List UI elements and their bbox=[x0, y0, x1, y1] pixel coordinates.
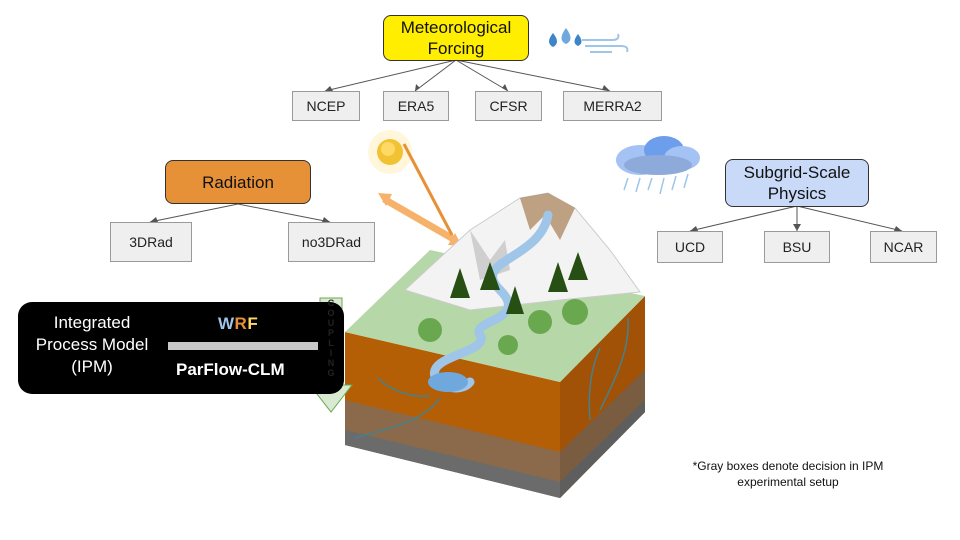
option-ucd: UCD bbox=[657, 231, 723, 263]
connector-met-cfsr bbox=[455, 59, 509, 92]
connector-sub-ncar bbox=[796, 205, 903, 232]
connectors bbox=[149, 59, 903, 232]
coupling-letter: U bbox=[327, 318, 335, 328]
option-ncar: NCAR bbox=[870, 231, 937, 263]
coupling-letter: I bbox=[329, 348, 333, 358]
wrf-letter-r: R bbox=[234, 314, 248, 333]
storm-cloud-icon bbox=[616, 136, 700, 195]
parflow-clm-label: ParFlow-CLM bbox=[176, 360, 285, 379]
subgrid-physics-box: Subgrid-Scale Physics bbox=[725, 159, 869, 207]
coupling-letter: N bbox=[327, 358, 335, 368]
ipm-panel: Integrated Process Model (IPM) WRF ParFl… bbox=[18, 302, 344, 394]
rain-wind-icon bbox=[549, 28, 629, 53]
option-3drad: 3DRad bbox=[110, 222, 192, 262]
sun-ray-arrow bbox=[378, 143, 462, 246]
coupling-letter: P bbox=[327, 328, 334, 338]
wrf-letter-f: F bbox=[247, 314, 259, 333]
radiation-title: Radiation bbox=[202, 172, 274, 192]
connector-sub-ucd bbox=[689, 205, 798, 232]
coupling-letter: C bbox=[327, 298, 335, 308]
wrf-letter-w: W bbox=[218, 314, 235, 333]
radiation-box: Radiation bbox=[165, 160, 311, 204]
option-no3drad: no3DRad bbox=[288, 222, 375, 262]
option-merra2: MERRA2 bbox=[563, 91, 662, 121]
connector-met-ncep bbox=[324, 59, 457, 92]
ipm-label: Integrated Process Model (IPM) bbox=[35, 313, 149, 376]
option-era5: ERA5 bbox=[383, 91, 449, 121]
option-bsu: BSU bbox=[764, 231, 830, 263]
sun-icon bbox=[368, 130, 412, 174]
connector-rad-3drad bbox=[149, 203, 239, 223]
landscape-block-icon bbox=[345, 192, 645, 498]
meteorological-forcing-title: Meteorological Forcing bbox=[400, 18, 512, 58]
coupling-letter: O bbox=[327, 308, 335, 318]
connector-rad-no3drad bbox=[237, 203, 331, 223]
arrowheads bbox=[150, 84, 902, 231]
coupling-letter: L bbox=[328, 338, 334, 348]
ipm-divider bbox=[168, 342, 318, 350]
footnote: *Gray boxes denote decision in IPM exper… bbox=[692, 459, 884, 489]
option-cfsr: CFSR bbox=[475, 91, 542, 121]
meteorological-forcing-box: Meteorological Forcing bbox=[383, 15, 529, 61]
connector-met-era5 bbox=[414, 59, 457, 92]
connector-met-merra2 bbox=[455, 59, 611, 92]
option-ncep: NCEP bbox=[292, 91, 360, 121]
coupling-letter: G bbox=[327, 368, 335, 378]
subgrid-physics-title: Subgrid-Scale Physics bbox=[743, 163, 851, 203]
wrf-label: WRF bbox=[218, 314, 258, 334]
